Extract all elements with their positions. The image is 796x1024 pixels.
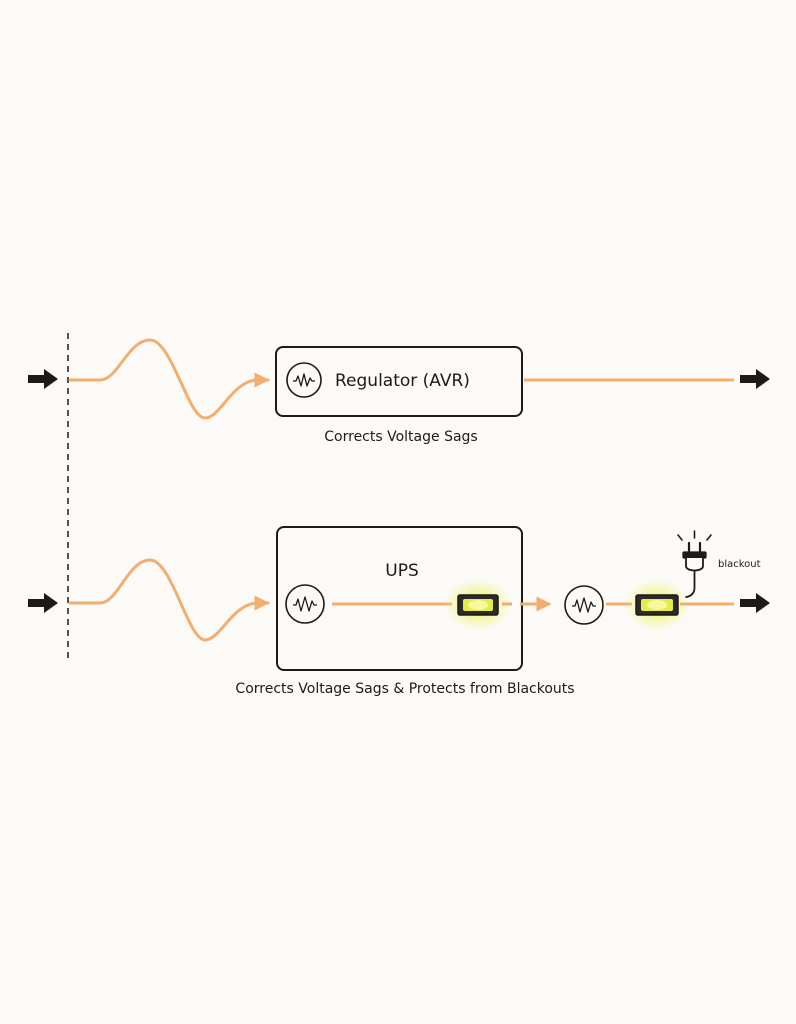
ups-sine-wave-icon [285, 584, 325, 624]
ups-output-arrow-icon [740, 593, 770, 613]
plug-icon [677, 530, 712, 598]
backup-battery-icon [625, 579, 689, 631]
blackout-label: blackout [718, 559, 761, 570]
ups-battery-icon [444, 579, 512, 631]
avr-input-wave [68, 338, 270, 420]
avr-input-arrow-icon [28, 369, 58, 389]
ups-input-arrow-icon [28, 593, 58, 613]
avr-output-arrow-icon [740, 369, 770, 389]
clean-sine-wave-icon [564, 585, 604, 625]
avr-sine-wave-icon [286, 362, 322, 398]
avr-title: Regulator (AVR) [335, 371, 470, 391]
avr-caption: Corrects Voltage Sags [324, 429, 477, 445]
ups-title: UPS [385, 561, 419, 581]
ups-caption: Corrects Voltage Sags & Protects from Bl… [235, 681, 574, 697]
avr-box [275, 346, 523, 417]
ups-box [276, 526, 523, 671]
ups-input-wave [68, 558, 270, 642]
